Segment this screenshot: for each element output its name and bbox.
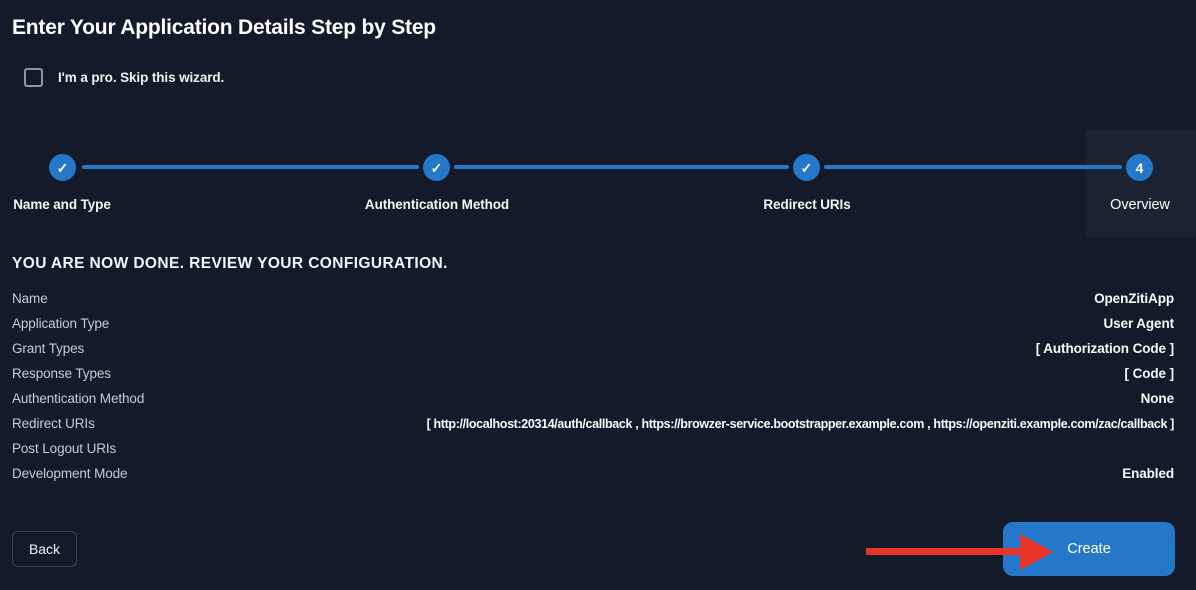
step-2-circle: ✓ (423, 154, 450, 181)
back-button[interactable]: Back (12, 531, 77, 567)
active-step-highlight (1085, 130, 1196, 237)
step-label-authentication-method: Authentication Method (364, 197, 510, 212)
row-value: [ Code ] (1124, 366, 1175, 381)
step-label-name-and-type: Name and Type (13, 197, 111, 212)
check-icon: ✓ (56, 159, 69, 176)
step-label-redirect-uris: Redirect URIs (763, 197, 851, 212)
row-label: Post Logout URIs (12, 441, 117, 456)
row-value: User Agent (1103, 316, 1174, 331)
row-label: Development Mode (12, 466, 128, 481)
annotation-arrow-line (866, 548, 1022, 555)
skip-wizard-checkbox-row[interactable]: I'm a pro. Skip this wizard. (24, 68, 224, 87)
annotation-arrow-icon (1020, 534, 1053, 570)
step-label-overview: Overview (1110, 197, 1170, 213)
step-1-circle: ✓ (49, 154, 76, 181)
stepper-connector (824, 165, 1122, 169)
step-3-circle: ✓ (793, 154, 820, 181)
step-4-circle: 4 (1126, 154, 1153, 181)
stepper-connector (82, 165, 419, 169)
row-value: None (1140, 391, 1174, 406)
review-row-response-types: Response Types [ Code ] (12, 361, 1174, 386)
row-label: Application Type (12, 316, 110, 331)
page-title: Enter Your Application Details Step by S… (12, 16, 436, 39)
row-value: OpenZitiApp (1094, 291, 1174, 306)
review-row-redirect-uris: Redirect URIs [ http://localhost:20314/a… (12, 411, 1174, 436)
step-number: 4 (1135, 159, 1144, 176)
skip-wizard-checkbox[interactable] (24, 68, 43, 87)
review-row-post-logout-uris: Post Logout URIs (12, 436, 1174, 461)
row-label: Response Types (12, 366, 111, 381)
review-rows: Name OpenZitiApp Application Type User A… (12, 286, 1174, 486)
review-row-application-type: Application Type User Agent (12, 311, 1174, 336)
review-row-development-mode: Development Mode Enabled (12, 461, 1174, 486)
row-value: [ http://localhost:20314/auth/callback ,… (426, 416, 1175, 431)
check-icon: ✓ (800, 159, 813, 176)
row-value: Enabled (1122, 466, 1174, 481)
skip-wizard-label: I'm a pro. Skip this wizard. (58, 70, 225, 85)
row-value: [ Authorization Code ] (1035, 341, 1174, 356)
row-label: Authentication Method (12, 391, 145, 406)
stepper-connector (454, 165, 789, 169)
review-row-name: Name OpenZitiApp (12, 286, 1174, 311)
check-icon: ✓ (430, 159, 443, 176)
review-row-authentication-method: Authentication Method None (12, 386, 1174, 411)
row-label: Name (12, 291, 48, 306)
review-heading: YOU ARE NOW DONE. REVIEW YOUR CONFIGURAT… (12, 255, 448, 272)
row-label: Redirect URIs (12, 416, 95, 431)
review-row-grant-types: Grant Types [ Authorization Code ] (12, 336, 1174, 361)
row-label: Grant Types (12, 341, 85, 356)
